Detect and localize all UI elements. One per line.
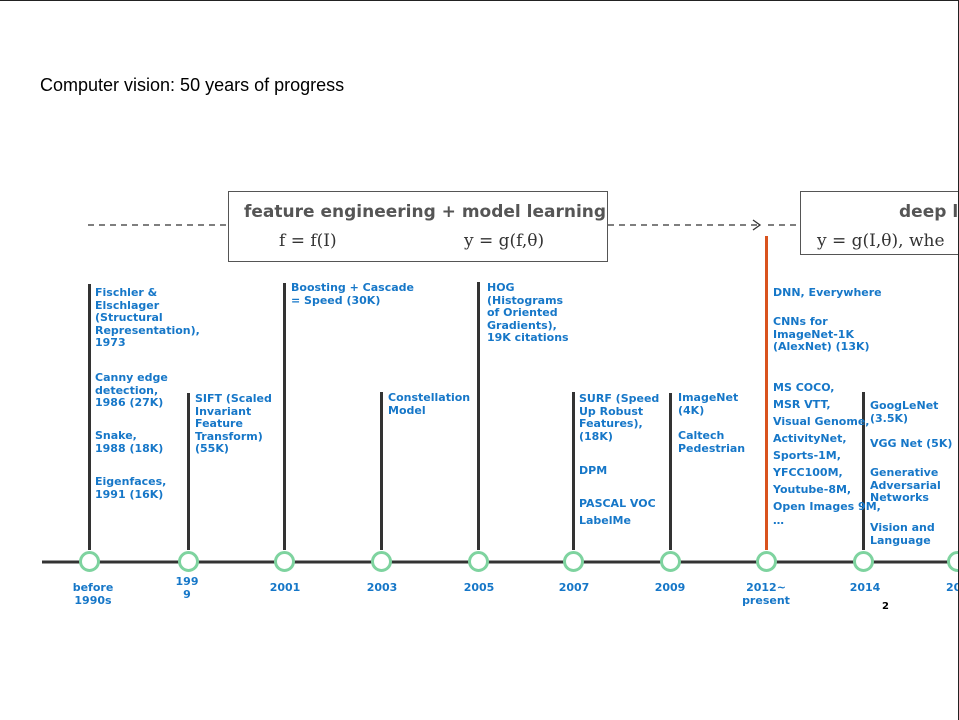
stem-2003	[380, 392, 383, 550]
event-snake: Snake,1988 (18K)	[95, 429, 164, 455]
event-pascal-voc: PASCAL VOC	[579, 497, 656, 510]
year-label-2012-present: 2012~present	[742, 581, 790, 607]
connector-arrow-icon	[752, 219, 762, 231]
event-eigenfaces: Eigenfaces,1991 (16K)	[95, 475, 167, 501]
event-vgg-net: VGG Net (5K)	[870, 437, 953, 450]
event-imagenet: ImageNet(4K)	[678, 391, 739, 417]
timeline-node	[660, 551, 681, 572]
year-label-2005: 2005	[463, 581, 495, 594]
stem-1999	[187, 393, 190, 550]
paradigm-box-deep-learning: deep l y = g(I,θ), whe	[800, 191, 959, 255]
event-boosting-cascade: Boosting + Cascade= Speed (30K)	[291, 281, 414, 307]
year-label-2014: 2014	[849, 581, 881, 594]
timeline-node	[178, 551, 199, 572]
paradigm-heading: deep l	[899, 202, 959, 222]
event-ellipsis: …	[773, 514, 784, 527]
year-label-2001: 2001	[269, 581, 301, 594]
year-label-2003: 2003	[366, 581, 398, 594]
timeline-node	[563, 551, 584, 572]
event-datasets: MS COCO,MSR VTT,Visual Genome,ActivityNe…	[773, 381, 881, 513]
timeline-node	[853, 551, 874, 572]
stem-2005	[477, 282, 480, 550]
timeline-node	[468, 551, 489, 572]
timeline-node	[371, 551, 392, 572]
paradigm-equation-right: y = g(f,θ)	[464, 231, 545, 251]
timeline-node	[947, 551, 958, 572]
event-dpm: DPM	[579, 464, 608, 477]
stem-2014	[862, 392, 865, 550]
year-label-cut-off: 20	[946, 581, 958, 594]
stem-2001	[283, 283, 286, 550]
paradigm-heading: feature engineering + model learning	[244, 202, 607, 222]
paradigm-equation-left: y = g(I,θ), whe	[817, 231, 945, 251]
timeline-node	[274, 551, 295, 572]
event-labelme: LabelMe	[579, 514, 631, 527]
timeline-node	[756, 551, 777, 572]
stem-2007	[572, 392, 575, 550]
stem-before-1990s	[88, 284, 91, 550]
paradigm-equation-left: f = f(I)	[279, 231, 337, 251]
page-number: 2	[882, 601, 889, 612]
slide-title: Computer vision: 50 years of progress	[40, 75, 345, 95]
year-label-2007: 2007	[558, 581, 590, 594]
paradigm-box-feature-engineering: feature engineering + model learning f =…	[228, 191, 608, 262]
event-googlenet: GoogLeNet(3.5K)	[870, 399, 939, 425]
stem-2012-present	[765, 236, 768, 550]
event-dnn-everywhere: DNN, Everywhere	[773, 286, 882, 299]
timeline-node	[79, 551, 100, 572]
year-label-2009: 2009	[654, 581, 686, 594]
stem-2009	[669, 393, 672, 550]
